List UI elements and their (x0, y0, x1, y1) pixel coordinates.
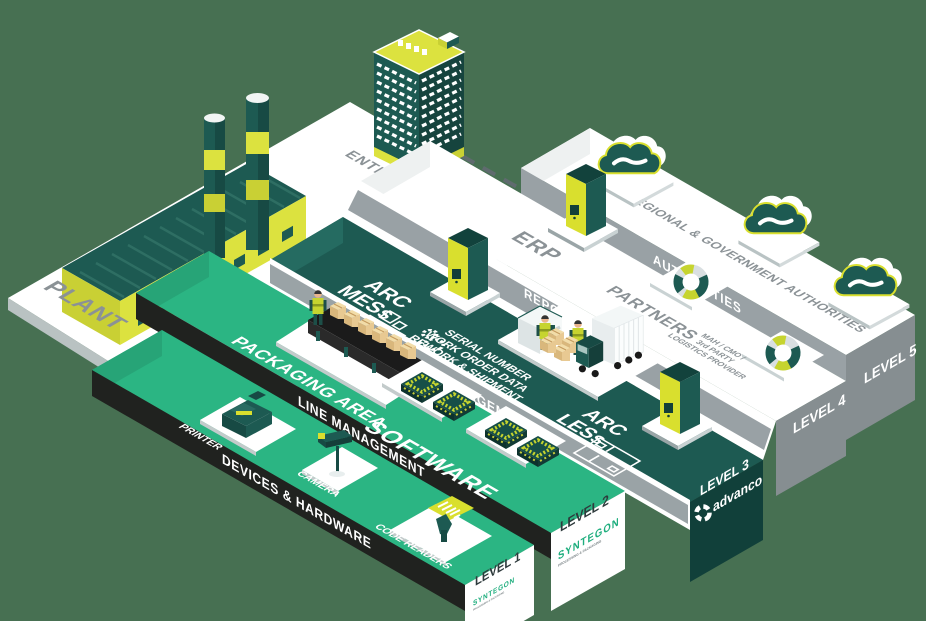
printer-icon (222, 391, 272, 438)
camera-pad (302, 447, 378, 491)
factory-chimneys (204, 93, 269, 258)
line-management-band (136, 293, 551, 559)
level2-end-face (551, 491, 625, 611)
level3-top (270, 217, 763, 502)
delivery-truck (576, 305, 644, 378)
software-chips (382, 360, 566, 469)
camera-icon (318, 430, 352, 477)
code-reader-icon (428, 496, 474, 542)
les-floorplan-icon (572, 437, 642, 477)
level3-end-face (690, 460, 763, 582)
level1-end-face (465, 545, 534, 621)
level4-top (361, 141, 846, 421)
devices-hardware-band (92, 370, 465, 611)
level5-end-face (846, 315, 915, 440)
partner-pad-1 (650, 260, 732, 307)
partner-pad-2 (742, 331, 824, 378)
warehouse-scene (498, 305, 660, 401)
level4-end-face (776, 381, 846, 496)
